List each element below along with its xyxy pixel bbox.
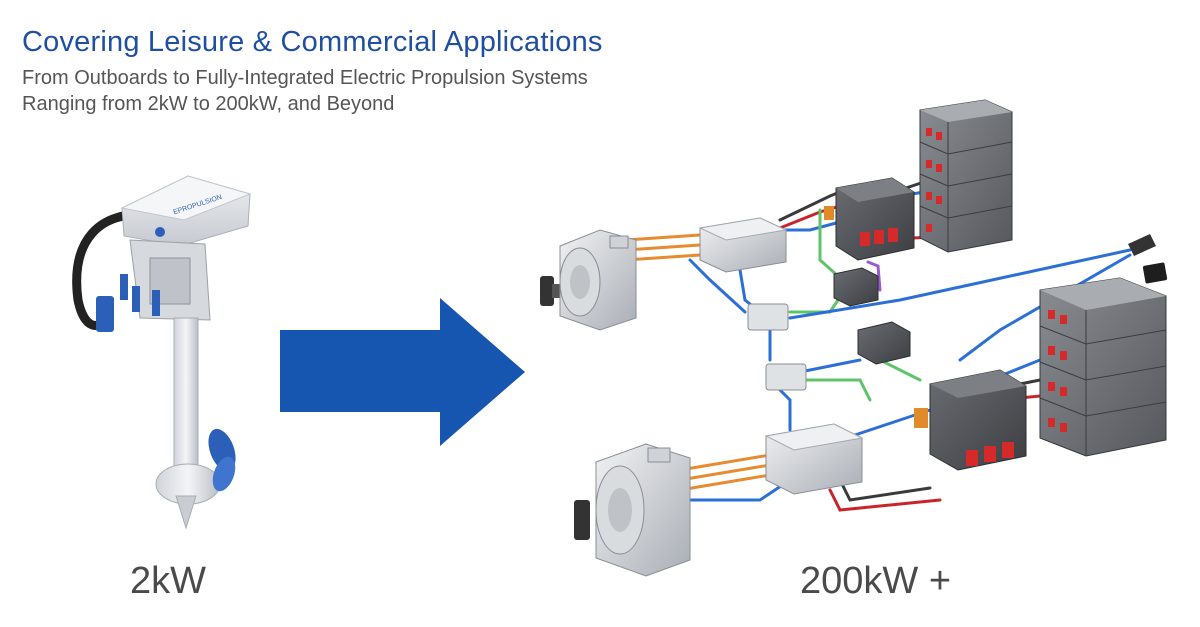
cable-purple	[866, 260, 882, 292]
outboard-power-caption: 2kW	[130, 560, 206, 602]
motor-controller-lower	[764, 423, 864, 495]
junction-box-1	[747, 303, 789, 331]
right-arrow-icon	[280, 298, 525, 446]
subtitle: From Outboards to Fully-Integrated Elect…	[22, 65, 588, 117]
battery-stack-upper	[919, 99, 1013, 253]
outboard-motor: EPROPULSION	[72, 175, 252, 530]
battery-connector	[96, 296, 114, 332]
propulsion-system-diagram	[540, 99, 1168, 577]
subtitle-line-2: Ranging from 2kW to 200kW, and Beyond	[22, 93, 395, 115]
power-distribution-unit-lower	[914, 369, 1027, 471]
subtitle-line-1: From Outboards to Fully-Integrated Elect…	[22, 67, 588, 89]
junction-box-2	[765, 363, 807, 391]
motor-controller-upper	[698, 217, 788, 273]
electric-motor-lower	[574, 443, 691, 577]
cable-orange	[623, 233, 702, 242]
power-cable	[72, 209, 155, 330]
system-power-caption: 200kW +	[800, 560, 952, 602]
charger-module-lower	[857, 321, 911, 365]
status-light	[155, 227, 165, 237]
page-title: Covering Leisure & Commercial Applicatio…	[22, 26, 603, 58]
battery-stack-lower	[1039, 277, 1167, 457]
helm-display	[1128, 234, 1168, 284]
motor-shaft	[173, 317, 199, 469]
electric-motor-upper	[540, 229, 637, 331]
power-distribution-unit-upper	[824, 177, 915, 261]
cable-green	[818, 208, 840, 278]
charger-module-upper	[833, 267, 879, 307]
